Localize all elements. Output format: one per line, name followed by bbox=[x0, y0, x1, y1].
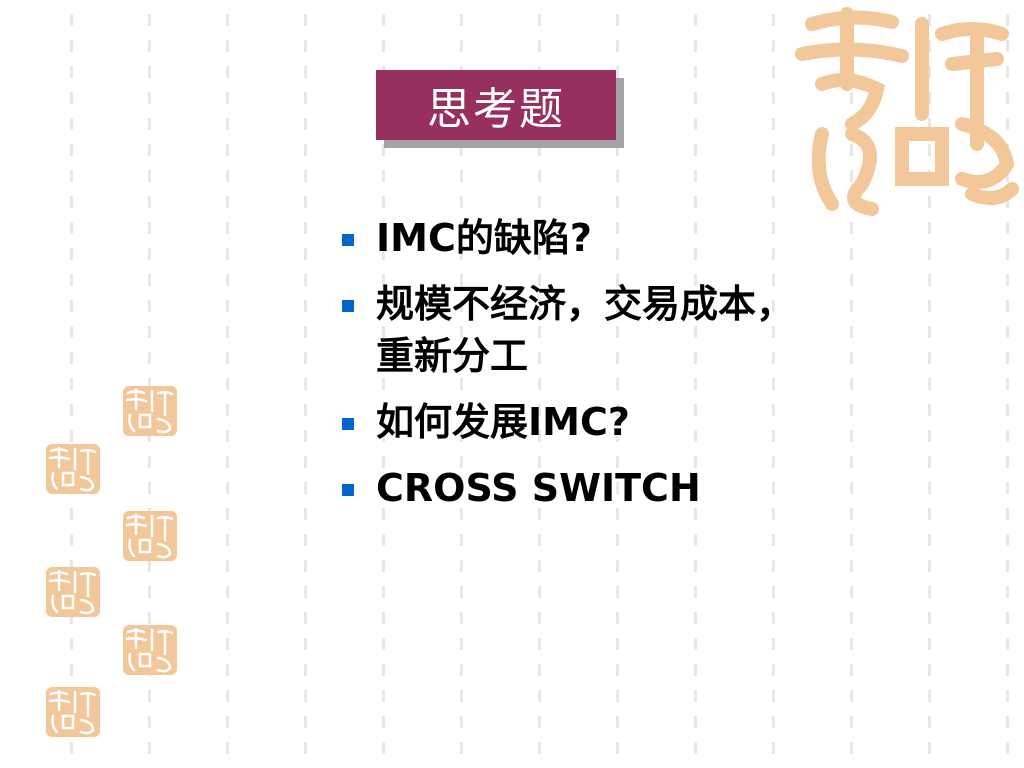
small-seal-icon bbox=[46, 444, 100, 494]
slide-title-box: 思考题 bbox=[376, 70, 616, 140]
small-seal-icon bbox=[46, 687, 100, 737]
bullet-text: IMC的缺陷? bbox=[376, 216, 592, 260]
square-bullet-icon bbox=[342, 300, 354, 312]
large-seal-icon bbox=[795, 7, 1019, 216]
bullet-item: 如何发展IMC? bbox=[340, 396, 800, 448]
bullet-list: IMC的缺陷? 规模不经济，交易成本，重新分工 如何发展IMC? CROSS S… bbox=[340, 212, 800, 528]
bullet-text: 规模不经济，交易成本，重新分工 bbox=[376, 282, 795, 378]
small-seal-icon bbox=[123, 511, 177, 561]
small-seal-icon bbox=[123, 386, 177, 436]
bullet-item: CROSS SWITCH bbox=[340, 462, 800, 514]
square-bullet-icon bbox=[342, 484, 354, 496]
small-seal-icon bbox=[46, 567, 100, 617]
square-bullet-icon bbox=[342, 418, 354, 430]
bullet-text: CROSS SWITCH bbox=[376, 466, 701, 510]
square-bullet-icon bbox=[342, 234, 354, 246]
bullet-text: 如何发展IMC? bbox=[376, 400, 630, 444]
small-seal-icon bbox=[123, 625, 177, 675]
bullet-item: 规模不经济，交易成本，重新分工 bbox=[340, 278, 800, 382]
slide-title: 思考题 bbox=[427, 84, 565, 135]
bullet-item: IMC的缺陷? bbox=[340, 212, 800, 264]
